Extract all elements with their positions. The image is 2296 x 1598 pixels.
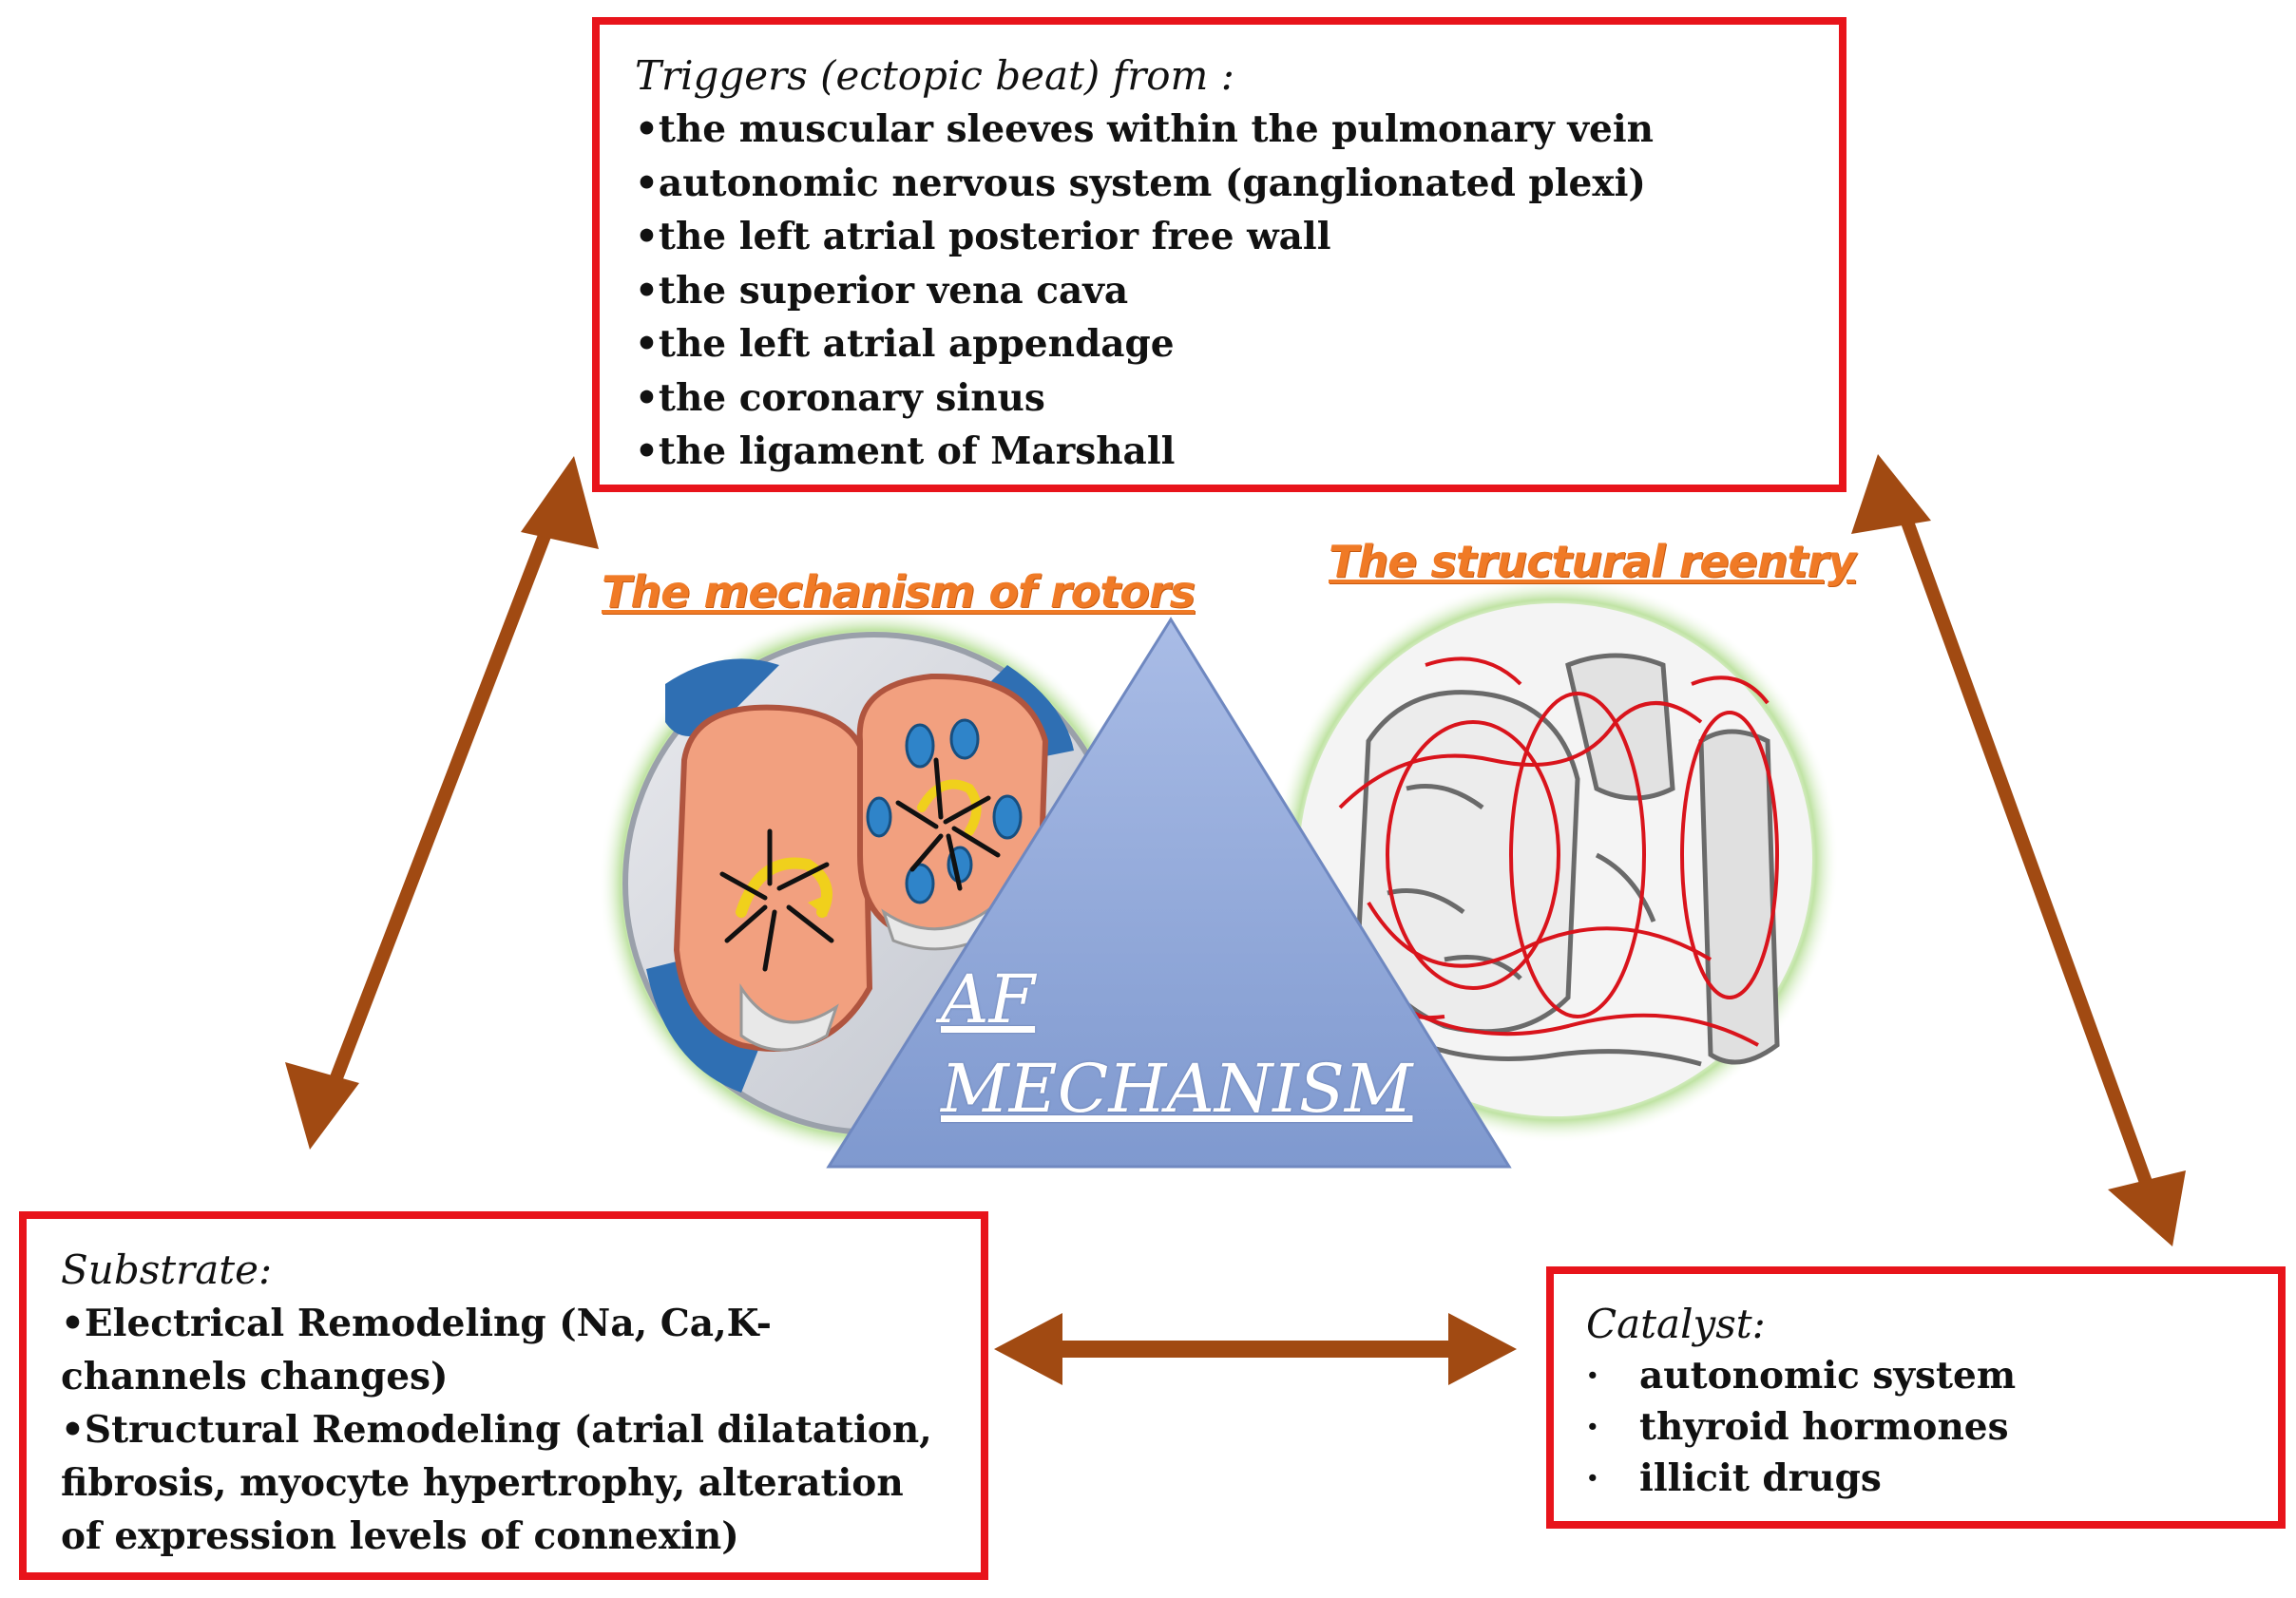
catalyst-item-label: thyroid hormones (1639, 1405, 2009, 1449)
trigger-item: •the muscular sleeves within the pulmona… (635, 107, 1655, 151)
catalyst-item: · autonomic system (1586, 1350, 2278, 1401)
arrow-substrate-catalyst (994, 1313, 1517, 1385)
triggers-box: Triggers (ectopic beat) from : •the musc… (592, 17, 1846, 492)
catalyst-box: Catalyst: · autonomic system · thyroid h… (1546, 1266, 2286, 1529)
af-label-line1: AF (941, 961, 1036, 1038)
caption-rotors: The mechanism of rotors (602, 566, 1196, 618)
arrow-triggers-substrate (285, 456, 599, 1150)
trigger-item: •the left atrial posterior free wall (635, 215, 1331, 258)
bullet-icon: · (1586, 1405, 1599, 1449)
catalyst-item: · illicit drugs (1586, 1453, 2278, 1504)
af-mechanism-label: AF MECHANISM (941, 955, 1464, 1133)
arrow-triggers-catalyst (1851, 454, 2186, 1246)
substrate-item: •Electrical Remodeling (Na, Ca,K- channe… (61, 1302, 772, 1398)
reentry-illustration (1272, 577, 1839, 1143)
trigger-item: •the ligament of Marshall (635, 429, 1176, 473)
triggers-heading: Triggers (ectopic beat) from : (635, 52, 1234, 99)
caption-reentry: The structural reentry (1329, 536, 1856, 587)
substrate-heading: Substrate: (61, 1246, 273, 1293)
catalyst-heading: Catalyst: (1586, 1301, 1766, 1347)
substrate-item: •Structural Remodeling (atrial dilatatio… (61, 1408, 932, 1558)
af-label-line2: MECHANISM (941, 1050, 1413, 1128)
bullet-icon: · (1586, 1456, 1599, 1500)
trigger-item: •autonomic nervous system (ganglionated … (635, 161, 1646, 205)
af-mechanism-triangle (826, 617, 1512, 1169)
catalyst-item-label: illicit drugs (1639, 1456, 1882, 1500)
trigger-item: •the left atrial appendage (635, 322, 1175, 366)
catalyst-item-label: autonomic system (1639, 1354, 2017, 1398)
trigger-item: •the coronary sinus (635, 375, 1045, 420)
bullet-icon: · (1586, 1354, 1599, 1398)
substrate-box: Substrate: •Electrical Remodeling (Na, C… (19, 1211, 988, 1580)
trigger-item: •the superior vena cava (635, 268, 1129, 313)
catalyst-item: · thyroid hormones (1586, 1401, 2278, 1453)
